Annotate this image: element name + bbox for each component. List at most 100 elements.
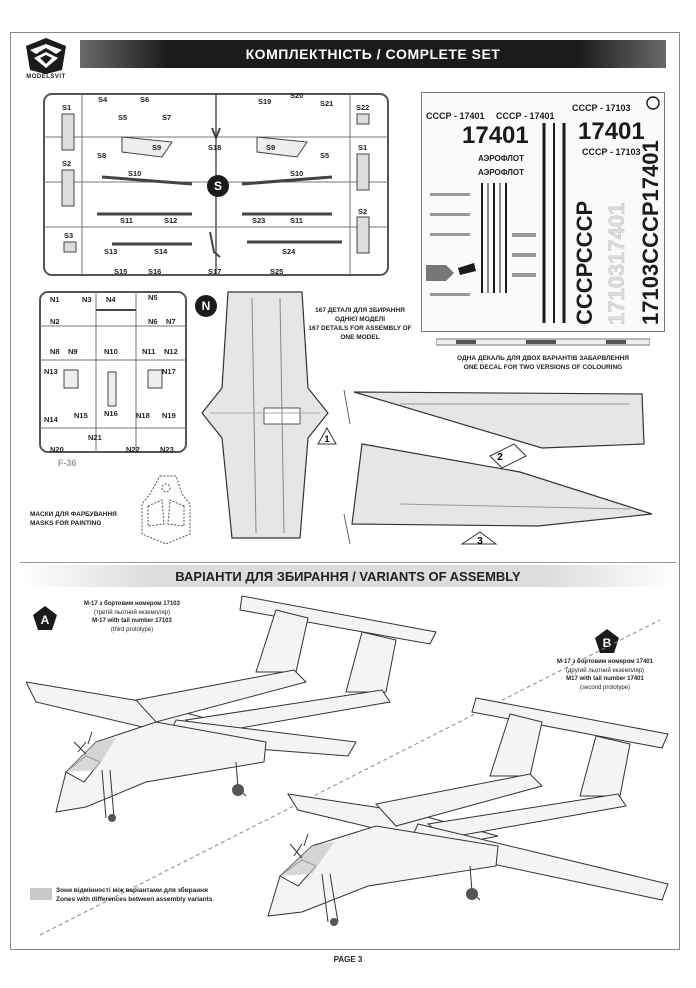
part-label: S11 (290, 216, 303, 225)
wing-part-number: 2 (497, 452, 503, 463)
part-label: S18 (208, 143, 221, 152)
legend-ua: Зони відмінності між варіантами для збир… (56, 887, 208, 894)
sprue-n-badge-icon: N (195, 295, 217, 317)
masks-caption: МАСКИ ДЛЯ ФАРБУВАННЯ MASKS FOR PAINTING (30, 510, 117, 528)
part-label: N11 (142, 347, 155, 356)
legend-en: Zones with differences between assembly … (56, 896, 213, 903)
variant-b-line: (другий льотний екземпляр) (565, 667, 645, 674)
part-label: N5 (148, 293, 158, 302)
part-label: S5 (118, 113, 127, 122)
page-title: КОМПЛЕКТНІСТЬ / COMPLETE SET (80, 40, 666, 68)
part-label: N2 (50, 317, 60, 326)
variant-b-line: (second prototype) (579, 684, 631, 691)
modelsvit-logo-icon (26, 38, 66, 74)
part-label: N12 (164, 347, 178, 356)
part-label: N19 (162, 411, 176, 420)
decal-note-ua: ОДНА ДЕКАЛЬ ДЛЯ ДВОХ ВАРІАНТІВ ЗАБАРВЛЕН… (457, 355, 629, 362)
decal-aeroflot: АЭРОФЛОТ (478, 154, 524, 163)
part-label: S3 (64, 231, 73, 240)
decal-vertical: СССРСССР (572, 201, 597, 325)
part-label: S2 (358, 207, 367, 216)
part-label: N6 (148, 317, 158, 326)
sprue-n-diagram: N1 N3 N4 N5 N2 N6 N7 N8 N9 N10 N11 N12 N… (39, 291, 187, 468)
part-label: N17 (162, 367, 176, 376)
wing-part-1-marker-icon: 1 (317, 426, 337, 445)
decal-note-en: ONE DECAL FOR TWO VERSIONS OF COLOURING (463, 364, 623, 371)
part-label: S19 (258, 97, 271, 106)
part-label: S10 (290, 169, 303, 178)
parts-note-ua: 167 ДЕТАЛІ ДЛЯ ЗБИРАННЯ ОДНІЄЇ МОДЕЛІ (315, 307, 405, 323)
part-label: S16 (148, 267, 161, 276)
parts-note-en: 167 DETAILS FOR ASSEMBLY OF ONE MODEL (308, 325, 412, 341)
part-label: N1 (50, 295, 60, 304)
aircraft-variant-b-drawing (267, 697, 669, 926)
difference-zone-swatch (30, 888, 52, 900)
part-label: N9 (68, 347, 78, 356)
part-label: S2 (62, 159, 71, 168)
part-label: N21 (88, 433, 102, 442)
aircraft-variant-a-drawing (26, 595, 437, 822)
part-label: S4 (98, 95, 108, 104)
part-label: S8 (97, 151, 106, 160)
part-label: S25 (270, 267, 283, 276)
decal-reg: СССР - 17401 (426, 111, 485, 121)
sprue-n-letter: N (202, 299, 211, 313)
center-wing-part (201, 291, 329, 539)
variant-b-line: M17 with tail number 17401 (566, 676, 644, 682)
variant-a-badge-icon: A (33, 606, 57, 630)
decal-vertical: 17103СССР17401 (638, 140, 663, 325)
part-label: S11 (120, 216, 133, 225)
part-label: S9 (152, 143, 161, 152)
part-label: N10 (104, 347, 118, 356)
part-label: N3 (82, 295, 92, 304)
difference-zone-legend: Зони відмінності між варіантами для збир… (56, 886, 212, 904)
section-divider (20, 562, 676, 563)
wing-part-number: 3 (477, 536, 483, 547)
part-label: S5 (320, 151, 329, 160)
part-label: N13 (44, 367, 58, 376)
part-label: S23 (252, 216, 265, 225)
decal-aeroflot: АЭРОФЛОТ (478, 168, 524, 177)
variant-b-caption: М-17 з бортовим номером 17401 (другий ль… (540, 658, 670, 692)
variant-a-line: М-17 з бортовим номером 17103 (84, 601, 180, 607)
sprue-s-diagram: S S1 S4 S6 S5 S7 S8 S9 S10 S11 S12 S13 S… (43, 92, 389, 276)
sprue-code: F-36 (58, 458, 77, 468)
part-label: N14 (44, 415, 59, 424)
page-number: PAGE 3 (333, 955, 363, 964)
brand-name: MODELSVIT (26, 74, 66, 80)
variant-b-letter: B (603, 636, 612, 650)
part-label: N18 (136, 411, 150, 420)
decal-note: ОДНА ДЕКАЛЬ ДЛЯ ДВОХ ВАРІАНТІВ ЗАБАРВЛЕН… (432, 354, 654, 372)
part-label: S12 (164, 216, 177, 225)
decal-reg: СССР - 17103 (582, 147, 641, 157)
part-label: S1 (358, 143, 367, 152)
masks-caption-ua: МАСКИ ДЛЯ ФАРБУВАННЯ (30, 511, 117, 518)
part-label: S13 (104, 247, 117, 256)
part-label: S14 (154, 247, 168, 256)
part-label: N4 (106, 295, 116, 304)
part-label: S15 (114, 267, 127, 276)
decal-number-big: 17401 (578, 118, 645, 145)
variant-a-line: M-17 with tail number 17103 (92, 618, 172, 624)
outer-wing-parts: 2 3 (343, 389, 653, 547)
variants-title: ВАРІАНТИ ДЛЯ ЗБИРАННЯ / VARIANTS OF ASSE… (20, 565, 676, 587)
decal-reg: СССР - 17103 (572, 103, 631, 113)
decal-sheet: СССР - 17401 СССР - 17401 СССР - 17103 1… (421, 92, 665, 332)
wing-part-number: 1 (324, 434, 329, 444)
variant-a-line: (третій льотний екземпляр) (93, 609, 171, 616)
part-label: S24 (282, 247, 296, 256)
decal-vertical: 1710317401 (604, 203, 629, 325)
part-label: S10 (128, 169, 141, 178)
variant-a-line: (third prototype) (110, 626, 154, 633)
part-label: S22 (356, 103, 369, 112)
part-label: N22 (126, 445, 140, 454)
part-label: S21 (320, 99, 333, 108)
part-label: S17 (208, 267, 221, 276)
part-label: N15 (74, 411, 88, 420)
part-label: S9 (266, 143, 275, 152)
paint-masks (141, 475, 191, 545)
part-label: N20 (50, 445, 64, 454)
variant-a-letter: A (41, 613, 50, 627)
variant-a-caption: М-17 з бортовим номером 17103 (третій ль… (72, 600, 192, 634)
part-label: N16 (104, 409, 118, 418)
